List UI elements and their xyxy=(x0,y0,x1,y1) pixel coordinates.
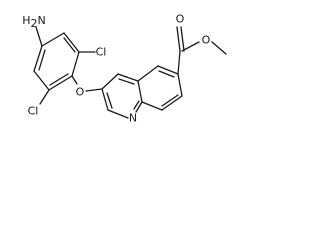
bond xyxy=(181,41,200,52)
bond xyxy=(85,88,103,92)
bond xyxy=(137,80,143,103)
double-bond xyxy=(106,92,113,109)
amino-label: H2N xyxy=(22,14,46,30)
quinoline-benzo-ring xyxy=(137,65,183,111)
ring-nitrogen-label: N xyxy=(129,112,137,125)
bond xyxy=(63,32,80,53)
bond xyxy=(39,89,50,105)
molecule-drawing: H2N Cl Cl O N O O xyxy=(22,13,227,125)
chlorine-top-label: Cl xyxy=(96,46,107,59)
bond xyxy=(135,101,143,113)
double-bond xyxy=(161,94,179,107)
bond xyxy=(117,73,139,82)
bond xyxy=(177,50,181,75)
bond xyxy=(137,65,159,82)
bond xyxy=(33,70,50,91)
carbonyl-bond xyxy=(180,26,185,52)
bond xyxy=(161,95,183,111)
bond xyxy=(71,51,80,77)
bond xyxy=(71,75,78,85)
double-bond xyxy=(38,49,46,71)
ether-oxygen-label: O xyxy=(76,86,85,99)
bond xyxy=(141,101,163,111)
bond xyxy=(48,75,73,91)
aminodichlorophenyl-ring xyxy=(33,32,80,91)
bond xyxy=(101,88,109,111)
methyl-bond xyxy=(211,41,227,55)
carbonyl-bond xyxy=(176,26,181,52)
bond xyxy=(33,45,43,72)
double-bond xyxy=(118,78,135,85)
bond xyxy=(101,73,119,90)
bond xyxy=(177,73,183,97)
double-bond xyxy=(158,70,175,78)
chlorine-bottom-label: Cl xyxy=(28,105,39,118)
bond xyxy=(41,32,65,47)
structure-canvas: H2N Cl Cl O N O O xyxy=(0,0,235,145)
carbonyl-oxygen-label: O xyxy=(176,13,185,26)
quinoline-pyridine-ring xyxy=(101,73,143,119)
double-bond xyxy=(133,100,140,110)
double-bond xyxy=(63,37,76,53)
double-bond xyxy=(49,73,69,86)
bond xyxy=(107,109,129,119)
ester-oxygen-label: O xyxy=(202,34,211,47)
bond xyxy=(157,65,179,75)
bond xyxy=(35,26,43,47)
